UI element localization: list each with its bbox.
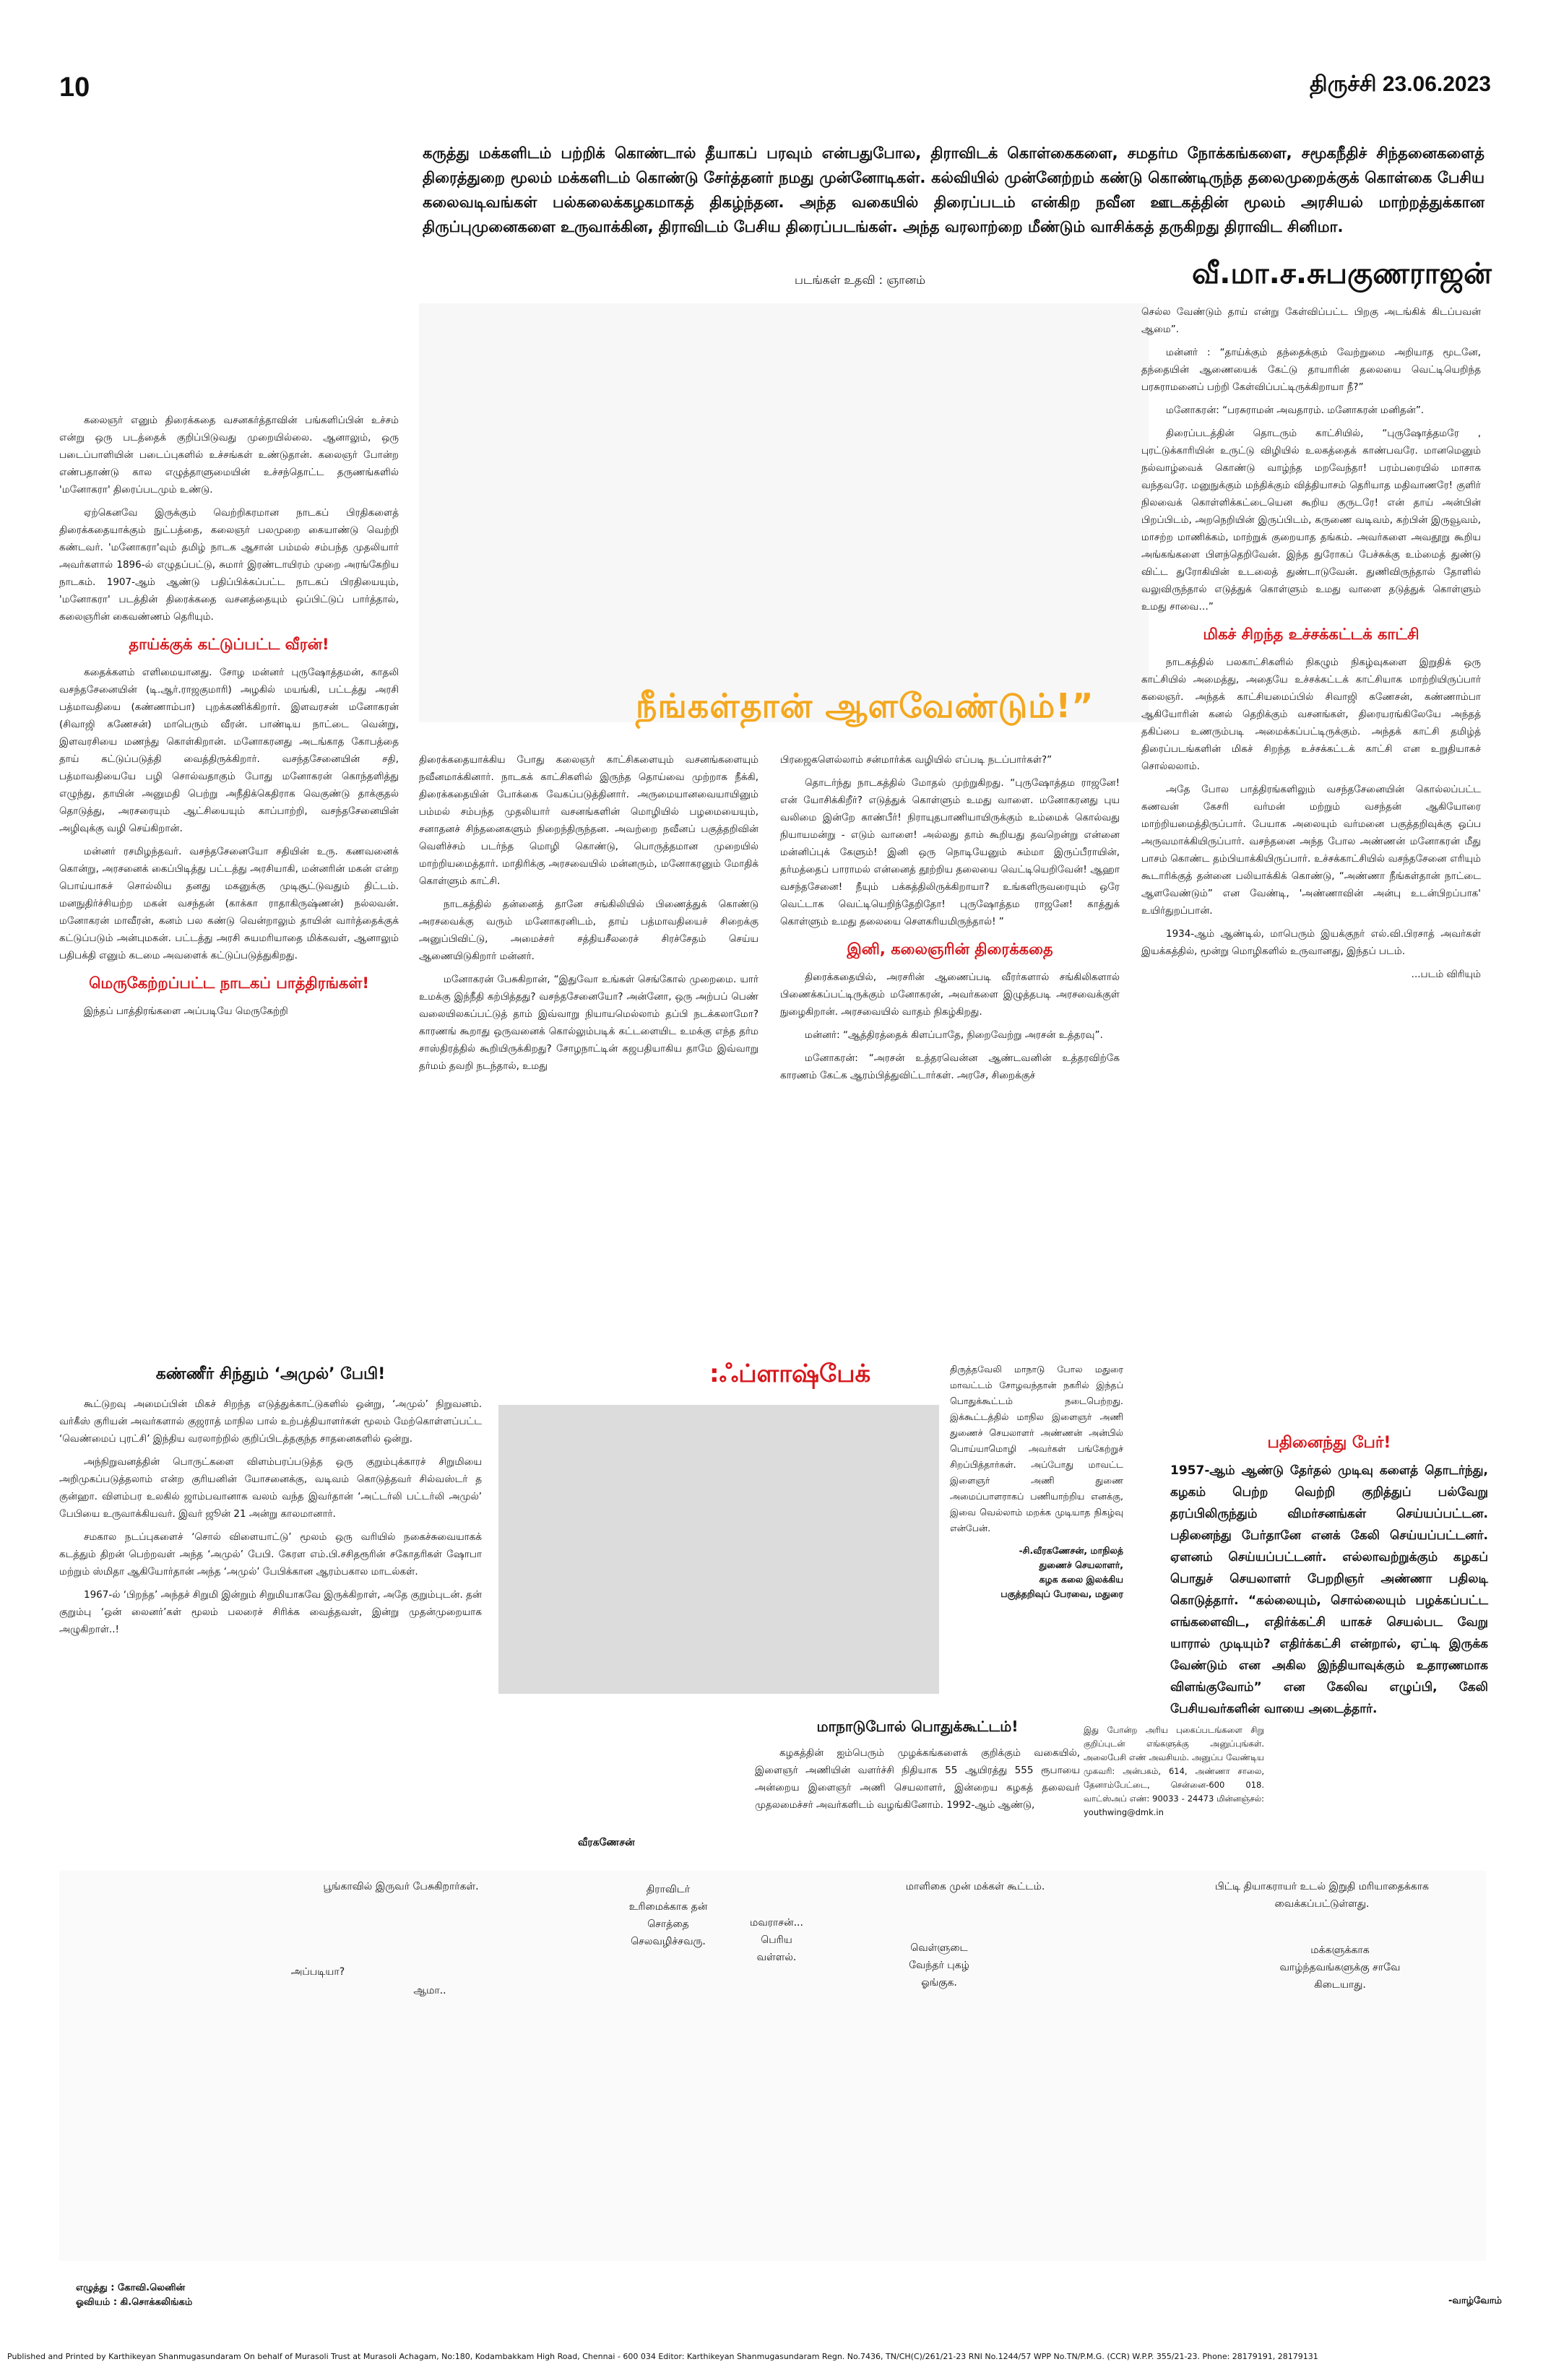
flashback-photo (498, 1405, 939, 1694)
col1-subheading: மெருகேற்றப்பட்ட நாடகப் பாத்திரங்கள்! (89, 974, 369, 992)
photo-credit: படங்கள் உதவி : ஞானம் (795, 273, 926, 287)
film-still-photo (419, 303, 1149, 722)
article-column-2: திரைக்கதையாக்கிய போது கலைஞர் காட்சிகளையு… (419, 751, 758, 1081)
flashback-text: திருத்தவேலி மாநாடு போல மதுரை மாவட்டம் சோ… (950, 1362, 1123, 1601)
amul-paragraph: சமகால நடப்புகளைச் ‘சொல் விளையாட்டு’ மூலம… (59, 1531, 482, 1578)
comic-artist-credit: ஓவியம் : கி.சொக்கலிங்கம் (76, 2297, 193, 2308)
flashback-sub-name: வீரகணேசன் (578, 1837, 635, 1848)
col4-paragraph: மனோகரன்: “பரசுராமன் அவதாரம். மனோகரன் மனி… (1166, 404, 1425, 416)
col4-subheading: மிகச் சிறந்த உச்சக்கட்டக் காட்சி (1203, 626, 1419, 643)
amul-paragraph: 1967-ல் ‘பிறந்த’ அந்தச் சிறுமி இன்றும் ச… (59, 1589, 482, 1635)
col3-paragraph: பிரஜைகளெல்லாம் சன்மார்க்க வழியில் எப்படி… (780, 754, 1053, 766)
dateline: திருச்சி 23.06.2023 (1310, 72, 1491, 96)
comic-caption: பூங்காவில் இருவர் பேசுகிறார்கள். (323, 1881, 479, 1892)
amul-heading: கண்ணீர் சிந்தும் ‘அமுல்’ பேபி! (155, 1365, 386, 1383)
comic-writer-credit: எழுத்து : கோவி.லெனின் (76, 2282, 186, 2293)
amul-paragraph: அந்நிறுவனத்தின் பொருட்களை விளம்பரப்படுத்… (59, 1456, 482, 1520)
comic-caption: பிட்டி தியாகராயர் உடல் இறுதி மரியாதைக்கா… (1215, 1881, 1429, 1910)
col4-paragraph: நாடகத்தில் பலகாட்சிகளில் நிகழும் நிகழ்வு… (1141, 657, 1481, 772)
col3-subheading: இனி, கலைஞரின் திரைக்கதை (847, 940, 1053, 958)
flashback-signature: -சி.வீரகணேசன், மாநிலத் (1019, 1545, 1123, 1556)
comic-speech: மக்களுக்காக வாழ்ந்தவங்களுக்கு சாவே கிடைய… (1279, 1944, 1401, 1991)
feature-headline: நீங்கள்தான் ஆளவேண்டும்!” (636, 686, 1094, 725)
page-number: 10 (59, 72, 90, 103)
author-name: வீ.மா.ச.சுபகுணராஜன் (1192, 257, 1492, 290)
col4-paragraph: அதே போல பாத்திரங்களிலும் வசந்தசேனையின் க… (1141, 784, 1481, 917)
col4-paragraph: செல்ல வேண்டும் தாய் என்று கேள்விப்பட்ட ப… (1141, 306, 1481, 335)
col1-paragraph: கதைக்களம் எளிமையானது. சோழ மன்னர் புருஷோத… (59, 667, 399, 834)
pathinainthu-box: பதினைந்து பேர்! 1957-ஆம் ஆண்டு தேர்தல் ம… (1170, 1434, 1488, 1720)
submission-appeal: இது போன்ற அரிய புகைப்படங்களை சிறு குறிப்… (1084, 1725, 1264, 1817)
continued-note: ...படம் விரியும் (1411, 969, 1481, 980)
comic-speech: திராவிடர் உரிமைக்காக தன் சொத்தை செலவழிச்… (628, 1884, 708, 1947)
col2-paragraph: நாடகத்தில் தன்னைத் தானே சங்கிலியில் பிணை… (419, 899, 758, 962)
pathinainthu-heading: பதினைந்து பேர்! (1267, 1434, 1391, 1452)
comic-speech: மவராசன்... பெரிய வள்ளல். (750, 1917, 803, 1963)
col3-paragraph: திரைக்கதையில், அரசரின் ஆணைப்படி வீரர்களா… (780, 972, 1120, 1018)
article-column-1: கலைஞர் எனும் திரைக்கதை வசனகர்த்தாவின் பங… (59, 412, 399, 1026)
flashback-sub-paragraph: கழகத்தின் ஐம்பெரும் முழக்கங்களைக் குறிக்… (755, 1747, 1080, 1811)
col1-paragraph: இந்தப் பாத்திரங்களை அப்படியே மெருகேற்றி (84, 1005, 288, 1017)
flashback-signature: பகுத்தறிவுப் பேரவை, மதுரை (1000, 1588, 1123, 1599)
col1-subheading: தாய்க்குக் கட்டுப்பட்ட வீரன்! (129, 636, 329, 653)
col1-paragraph: கலைஞர் எனும் திரைக்கதை வசனகர்த்தாவின் பங… (59, 415, 399, 496)
flashback-sub-box: மாநாடுபோல் பொதுக்கூட்டம்! கழகத்தின் ஐம்ப… (755, 1718, 1080, 1819)
pathinainthu-text: 1957-ஆம் ஆண்டு தேர்தல் முடிவு களைத் தொடர… (1170, 1463, 1488, 1716)
flashback-title: :ஃப்ளாஷ்பேக் (709, 1359, 871, 1388)
amul-paragraph: கூட்டுறவு அமைப்பின் மிகச் சிறந்த எடுத்து… (59, 1398, 482, 1445)
col2-paragraph: மனோகரன் பேசுகிறான், “இதுவோ உங்கள் செங்கோ… (419, 974, 758, 1072)
flashback-paragraph: திருத்தவேலி மாநாடு போல மதுரை மாவட்டம் சோ… (950, 1364, 1123, 1533)
comic-speech: அப்படியா? (290, 1966, 345, 1978)
col2-paragraph: திரைக்கதையாக்கிய போது கலைஞர் காட்சிகளையு… (419, 754, 758, 887)
col3-paragraph: மன்னர்: “ஆத்திரத்தைக் கிளப்பாதே, நிறைவேற… (805, 1029, 1103, 1041)
comic-speech: வெள்ளுடை வேந்தர் புகழ் ஓங்குக. (909, 1942, 969, 1989)
col3-paragraph: தொடர்ந்து நாடகத்தில் மோதல் முற்றுகிறது. … (780, 777, 1120, 927)
comic-strip-panels (59, 1871, 1486, 2261)
flashback-signature: துணைச் செயலாளர், (1039, 1559, 1123, 1570)
article-column-3: பிரஜைகளெல்லாம் சன்மார்க்க வழியில் எப்படி… (780, 751, 1120, 1090)
intro-paragraph: கருத்து மக்களிடம் பற்றிக் கொண்டால் தீயாக… (423, 144, 1484, 235)
comic-credits: எழுத்து : கோவி.லெனின் ஓவியம் : கி.சொக்கல… (76, 2281, 192, 2310)
comic-caption: மாளிகை முன் மக்கள் கூட்டம். (905, 1881, 1045, 1892)
col4-paragraph: திரைப்படத்தின் தொடரும் காட்சியில், “புரு… (1141, 428, 1481, 613)
amul-box: கண்ணீர் சிந்தும் ‘அமுல்’ பேபி! கூட்டுறவு… (59, 1365, 482, 1644)
imprint-footer: Published and Printed by Karthikeyan Sha… (7, 2352, 1318, 2361)
flashback-signature: கழக கலை இலக்கிய (1039, 1574, 1123, 1585)
comic-end-tag: -வாழ்வோம் (1448, 2295, 1503, 2306)
col1-paragraph: ஏற்கெனவே இருக்கும் வெற்றிகரமான நாடகப் பி… (59, 507, 399, 623)
flashback-sub-heading: மாநாடுபோல் பொதுக்கூட்டம்! (816, 1718, 1019, 1735)
comic-speech: ஆமா.. (413, 1985, 446, 1996)
col3-paragraph: மனோகரன்: “அரசன் உத்தரவென்ன ஆண்டவனின் உத்… (780, 1052, 1120, 1081)
col1-paragraph: மன்னர் ரசமிழந்தவர். வசந்தசேனையோ சதியின் … (59, 846, 399, 961)
col4-paragraph: 1934-ஆம் ஆண்டில், மாபெரும் இயக்குநர் எல்… (1141, 928, 1481, 957)
article-column-4: செல்ல வேண்டும் தாய் என்று கேள்விப்பட்ட ப… (1141, 303, 1481, 983)
col4-paragraph: மன்னர் : “தாய்க்கும் தந்தைக்கும் வேற்றும… (1141, 347, 1481, 393)
